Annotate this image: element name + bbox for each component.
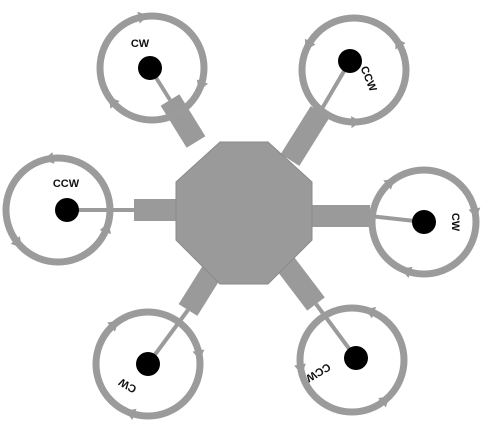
rotation-arrow-icon bbox=[107, 320, 119, 332]
rotation-arrow-icon bbox=[304, 38, 316, 51]
rotor-direction-label: CW bbox=[449, 213, 461, 232]
rotor-direction-label: CW bbox=[131, 38, 150, 50]
arm-top-left bbox=[160, 94, 206, 148]
motor-hub bbox=[55, 198, 79, 222]
central-body bbox=[175, 141, 313, 285]
motor-hub bbox=[412, 210, 436, 234]
rotor-top-left: CW bbox=[96, 11, 209, 124]
rotor-left: CCW bbox=[2, 152, 114, 266]
rotor-ring bbox=[296, 304, 408, 416]
motor-hub bbox=[136, 352, 160, 376]
rotation-arrow-icon bbox=[137, 11, 149, 24]
rotation-arrow-icon bbox=[364, 307, 377, 319]
rotation-arrow-icon bbox=[125, 408, 137, 421]
rotation-arrow-icon bbox=[468, 207, 481, 219]
rotation-arrow-icon bbox=[99, 222, 111, 235]
rotor-ring bbox=[2, 154, 114, 266]
rotation-arrow-icon bbox=[294, 363, 306, 375]
rotation-arrow-icon bbox=[43, 152, 55, 164]
arm-right bbox=[302, 205, 370, 227]
rotation-arrow-icon bbox=[395, 37, 406, 50]
rotor-ring bbox=[92, 308, 204, 420]
motor-hub bbox=[344, 346, 368, 370]
rotor-ring bbox=[368, 166, 480, 278]
rotation-arrow-icon bbox=[196, 79, 209, 91]
rotor-right: CW bbox=[368, 166, 481, 279]
arm-top-right bbox=[280, 106, 330, 166]
rotation-arrow-icon bbox=[383, 178, 395, 190]
rotation-arrow-icon bbox=[351, 116, 362, 129]
arm-left bbox=[134, 199, 186, 221]
rotor-direction-label: CCW bbox=[53, 178, 80, 190]
rotor-ring bbox=[96, 12, 208, 124]
rotation-arrow-icon bbox=[401, 266, 413, 279]
rotation-arrow-icon bbox=[192, 349, 205, 361]
rotation-arrow-icon bbox=[378, 396, 390, 408]
motor-hub bbox=[138, 56, 162, 80]
rotation-arrow-icon bbox=[108, 97, 120, 109]
rotation-arrow-icon bbox=[10, 236, 22, 248]
motor-hub bbox=[338, 49, 362, 73]
